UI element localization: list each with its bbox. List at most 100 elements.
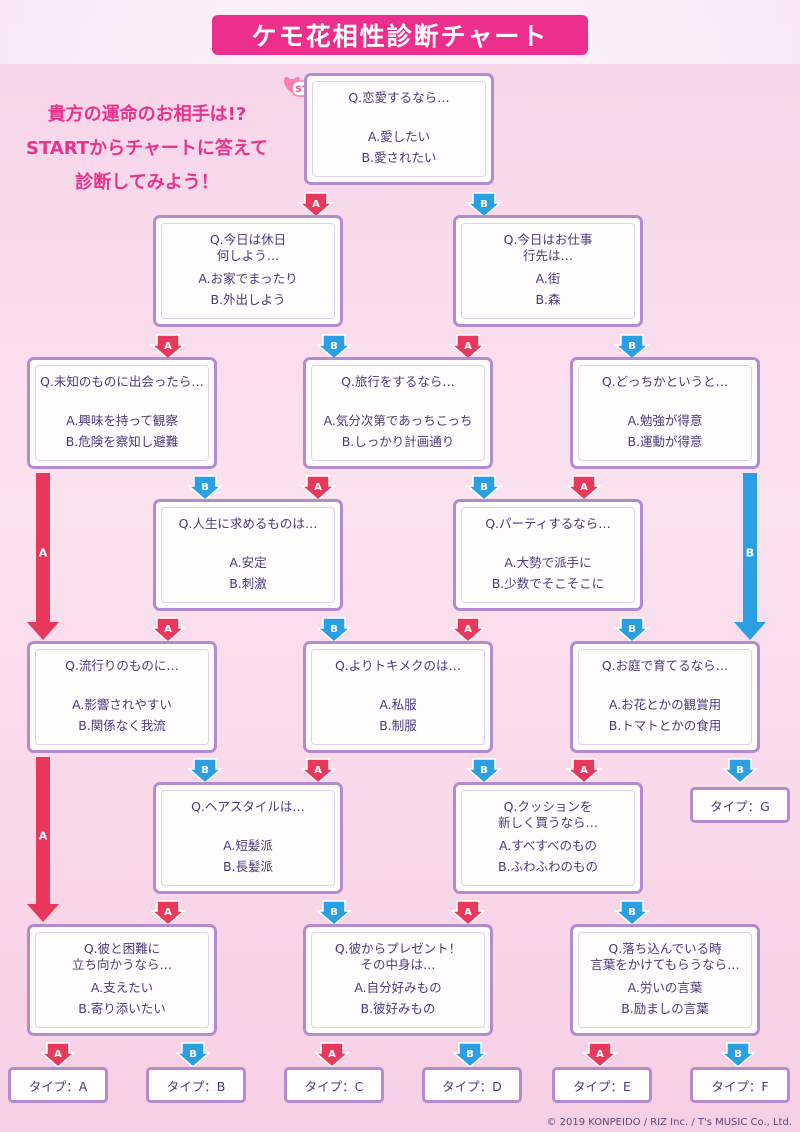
arrow-b-label: B — [201, 482, 209, 493]
arrow-b-label: B — [736, 765, 744, 776]
option-b: B.外出しよう — [210, 292, 286, 307]
long-arrow-a: A — [27, 473, 59, 640]
question-text: Q.ヘアスタイルは… — [191, 799, 305, 814]
arrow-b-label: B — [201, 765, 209, 776]
arrow-b-label: B — [480, 765, 488, 776]
arrow-a-shape — [450, 334, 486, 360]
arrow-b-badge: B — [452, 1042, 488, 1068]
option-a: A.影響されやすい — [72, 697, 172, 712]
option-a: A.愛したい — [367, 129, 431, 144]
arrow-b-label: B — [628, 907, 636, 918]
option-a: A.自分好みもの — [354, 980, 442, 995]
arrow-b-label: B — [330, 907, 338, 918]
option-b: B.トマトとかの食用 — [608, 718, 722, 733]
option-b: B.少数でそこそこに — [491, 576, 605, 591]
arrow-a-badge: A — [314, 1042, 350, 1068]
option-a: A.すべすべのもの — [498, 838, 598, 853]
option-a: A.興味を持って観察 — [66, 413, 178, 428]
arrow-a-label: A — [464, 907, 472, 918]
arrow-b-shape — [614, 334, 650, 360]
long-arrow-a-head — [27, 904, 59, 922]
arrow-a-label: A — [164, 907, 172, 918]
long-arrow-b-head — [734, 622, 766, 640]
result-type-g: タイプ：G — [690, 787, 790, 823]
arrow-b-shape — [722, 758, 758, 784]
arrow-b-label: B — [480, 482, 488, 493]
arrow-b-badge: B — [614, 900, 650, 926]
arrow-b-shape — [452, 1042, 488, 1068]
arrow-b-badge: B — [187, 758, 223, 784]
arrow-a-label: A — [312, 199, 320, 210]
arrow-b-label: B — [734, 1049, 742, 1060]
arrow-a-label: A — [164, 341, 172, 352]
question-text: 何しよう… — [216, 248, 280, 263]
arrow-b-badge: B — [175, 1042, 211, 1068]
question-text: Q.流行りのものに… — [65, 658, 179, 673]
question-text: 立ち向かうなら… — [71, 957, 172, 972]
arrow-a-shape — [300, 475, 336, 501]
arrow-a-badge: A — [150, 334, 186, 360]
question-text: Q.今日は休日 — [209, 232, 287, 247]
question-text: Q.今日はお仕事 — [503, 232, 593, 247]
arrow-b-shape — [187, 475, 223, 501]
option-a: A.安定 — [229, 555, 267, 570]
arrow-a-label: A — [580, 482, 588, 493]
question-text: Q.よりトキメクのは… — [334, 658, 462, 673]
option-a: A.お家でまったり — [198, 271, 298, 286]
long-arrow-a-label: A — [39, 830, 48, 843]
arrow-b-label: B — [330, 341, 338, 352]
question-text: その中身は… — [360, 957, 436, 972]
arrow-b-shape — [466, 192, 502, 218]
arrow-b-shape — [466, 475, 502, 501]
long-arrow-a: A — [27, 757, 59, 922]
result-type-c: タイプ：C — [284, 1067, 384, 1103]
result-type-d: タイプ：D — [422, 1067, 522, 1103]
question-text: 言葉をかけてもらうなら… — [590, 957, 740, 972]
option-b: B.寄り添いたい — [78, 1001, 166, 1016]
arrow-b-shape — [614, 900, 650, 926]
arrow-a-badge: A — [450, 900, 486, 926]
question-text: Q.彼と困難に — [83, 941, 161, 956]
arrow-a-badge: A — [150, 617, 186, 643]
option-a: A.街 — [535, 271, 561, 286]
option-a: A.気分次第であっちこっち — [323, 413, 473, 428]
arrow-b-label: B — [480, 199, 488, 210]
arrow-b-badge: B — [316, 617, 352, 643]
option-a: A.労いの言葉 — [627, 980, 703, 995]
arrow-b-badge: B — [316, 334, 352, 360]
arrow-a-badge: A — [450, 617, 486, 643]
intro-line-3: 診断してみよう！ — [75, 172, 219, 193]
question-text: 新しく買うなら… — [497, 815, 598, 830]
arrow-a-badge: A — [298, 192, 334, 218]
arrow-a-label: A — [328, 1049, 336, 1060]
question-text: Q.人生に求めるものは… — [178, 516, 318, 531]
arrow-b-badge: B — [466, 475, 502, 501]
arrow-b-shape — [175, 1042, 211, 1068]
arrow-b-label: B — [330, 624, 338, 635]
arrow-b-badge: B — [187, 475, 223, 501]
arrow-b-badge: B — [722, 758, 758, 784]
arrow-a-badge: A — [566, 475, 602, 501]
question-box: Q.彼と困難に立ち向かうなら… A.支えたい B.寄り添いたい — [27, 924, 217, 1036]
arrow-a-shape — [582, 1042, 618, 1068]
arrow-a-shape — [450, 900, 486, 926]
question-text: Q.彼からプレゼント！ — [334, 941, 462, 956]
question-text: Q.どっちかというと… — [601, 374, 729, 389]
result-type-a: タイプ：A — [8, 1067, 108, 1103]
arrow-b-label: B — [466, 1049, 474, 1060]
long-arrow-a-shaft — [36, 473, 50, 624]
question-text: Q.お庭で育てるなら… — [601, 658, 729, 673]
page-title: ケモ花相性診断チャート — [212, 15, 588, 55]
arrow-a-shape — [150, 900, 186, 926]
option-a: A.支えたい — [90, 980, 154, 995]
arrow-b-badge: B — [720, 1042, 756, 1068]
result-type-f: タイプ：F — [690, 1067, 790, 1103]
question-text: 行先は… — [522, 248, 573, 263]
